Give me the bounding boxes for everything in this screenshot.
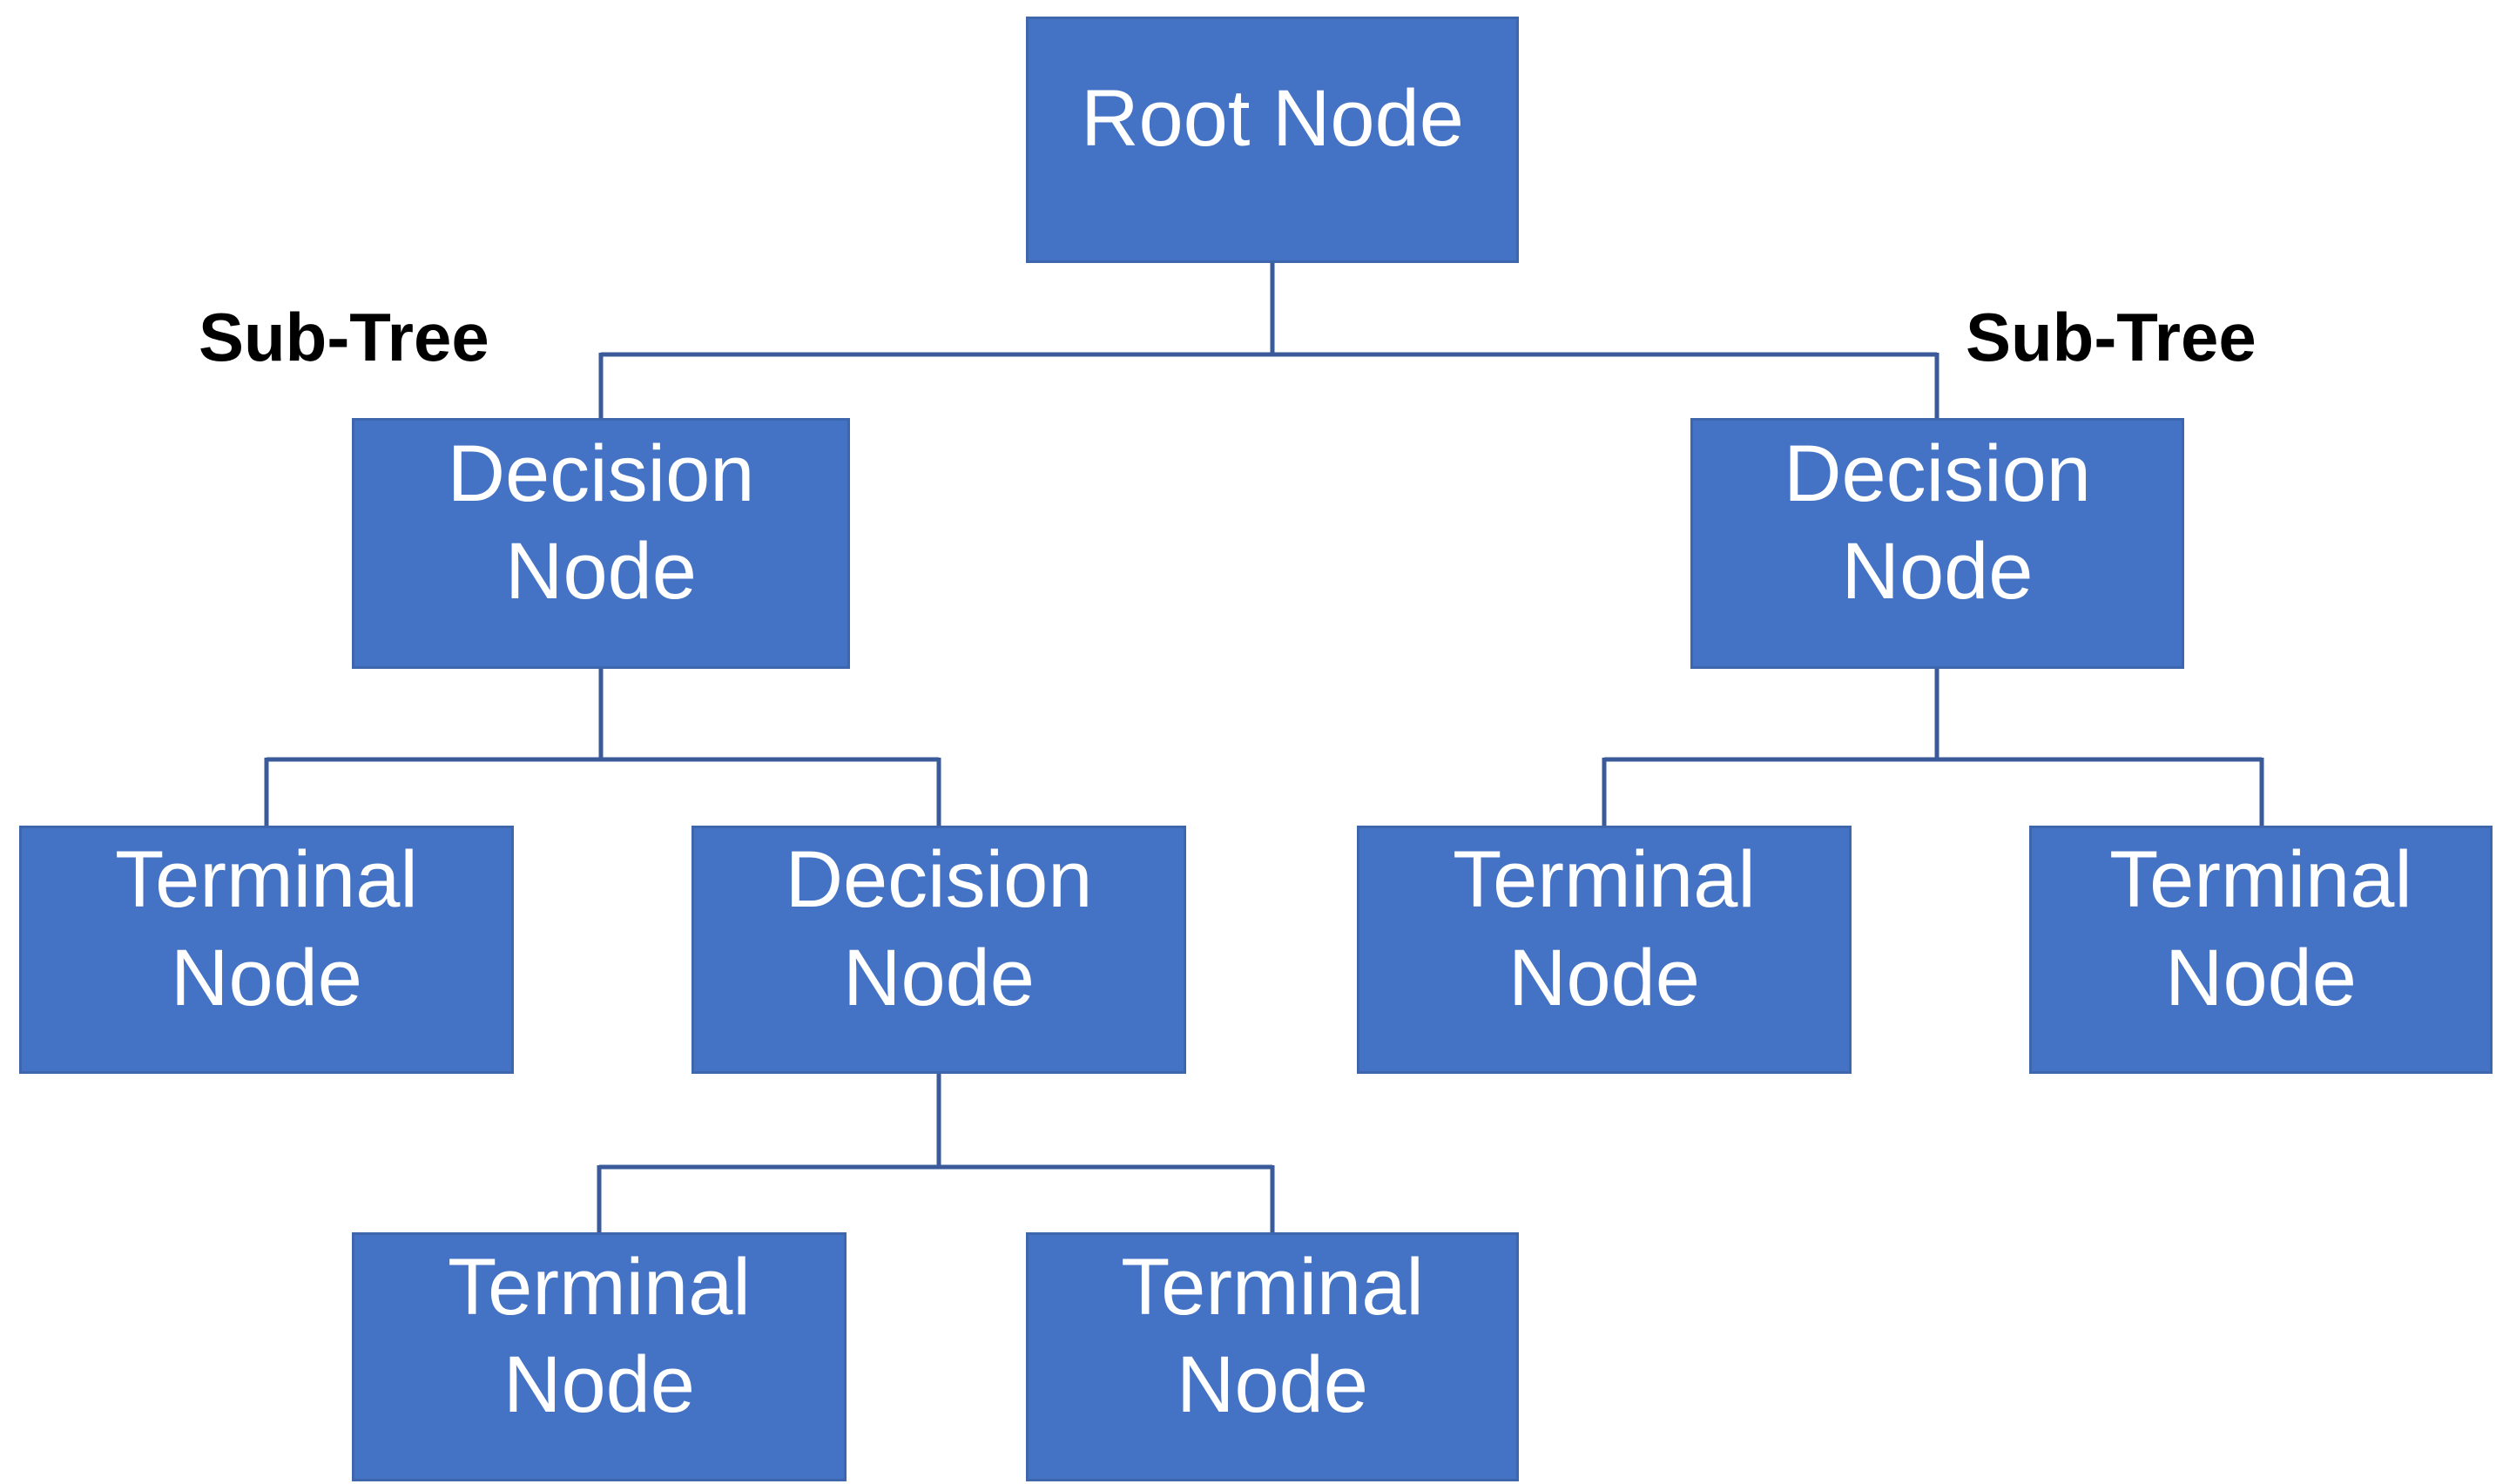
- node-terminal-right-1: Terminal Node: [1357, 826, 1852, 1074]
- node-terminal-right-2: Terminal Node: [2029, 826, 2493, 1074]
- node-decision-mid: Decision Node: [691, 826, 1186, 1074]
- node-decision-left: Decision Node: [352, 418, 850, 669]
- subtree-label-right: Sub-Tree: [1966, 299, 2257, 375]
- node-terminal-far-left: Terminal Node: [19, 826, 514, 1074]
- node-decision-right: Decision Node: [1690, 418, 2184, 669]
- node-root: Root Node: [1026, 17, 1519, 263]
- node-terminal-bottom-1: Terminal Node: [352, 1232, 847, 1481]
- node-terminal-bottom-2: Terminal Node: [1026, 1232, 1519, 1481]
- subtree-label-left: Sub-Tree: [199, 299, 489, 375]
